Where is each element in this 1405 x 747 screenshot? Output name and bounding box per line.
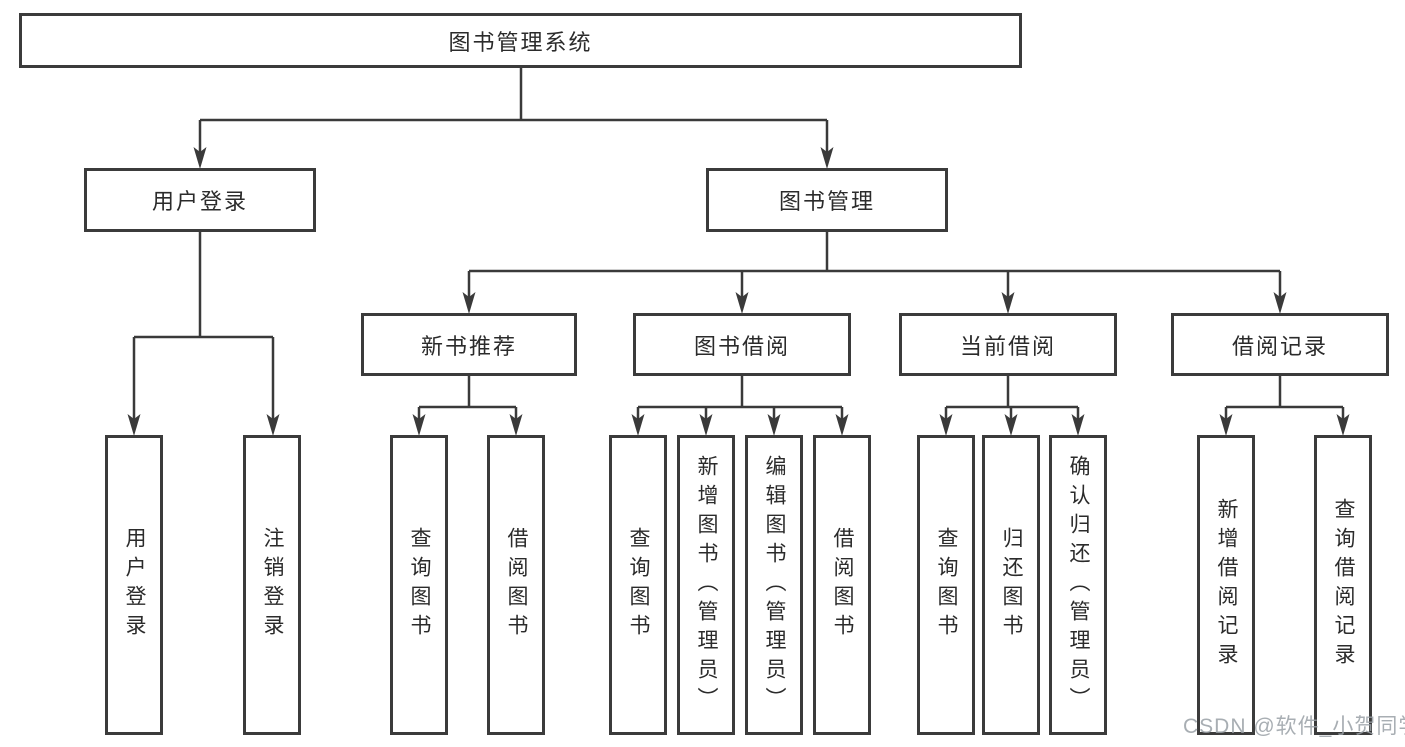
leaf-rec-borrow-books: 借阅图书 [487,435,545,735]
connector-user-login-children [127,232,280,436]
connector-root-to-level2 [193,68,834,169]
connector-borrow-records-children [1219,376,1350,436]
connector-book-mgmt-children [462,232,1287,314]
leaf-cb-query-books: 查询图书 [917,435,975,735]
connector-current-borrow-children [939,376,1085,436]
leaf-rec-query-books: 查询图书 [390,435,448,735]
connector-new-book-rec-children [412,376,523,436]
leaf-bb-edit-books-admin: 编辑图书（管理员） [745,435,803,735]
leaf-br-add-record: 新增借阅记录 [1197,435,1255,735]
leaf-bb-add-books-admin: 新增图书（管理员） [677,435,735,735]
node-book-borrow: 图书借阅 [633,313,851,376]
node-current-borrow: 当前借阅 [899,313,1117,376]
node-root-system: 图书管理系统 [19,13,1022,68]
node-borrow-records: 借阅记录 [1171,313,1389,376]
csdn-watermark: CSDN @软件_小贺同学 [1183,715,1405,738]
node-user-login: 用户登录 [84,168,316,232]
leaf-bb-borrow-books: 借阅图书 [813,435,871,735]
node-new-book-recommend: 新书推荐 [361,313,577,376]
leaf-bb-query-books: 查询图书 [609,435,667,735]
leaf-logout: 注销登录 [243,435,301,735]
leaf-cb-confirm-return-admin: 确认归还（管理员） [1049,435,1107,735]
leaf-cb-return-books: 归还图书 [982,435,1040,735]
connector-book-borrow-children [631,376,849,436]
leaf-user-login: 用户登录 [105,435,163,735]
leaf-br-query-record: 查询借阅记录 [1314,435,1372,735]
node-book-management: 图书管理 [706,168,948,232]
